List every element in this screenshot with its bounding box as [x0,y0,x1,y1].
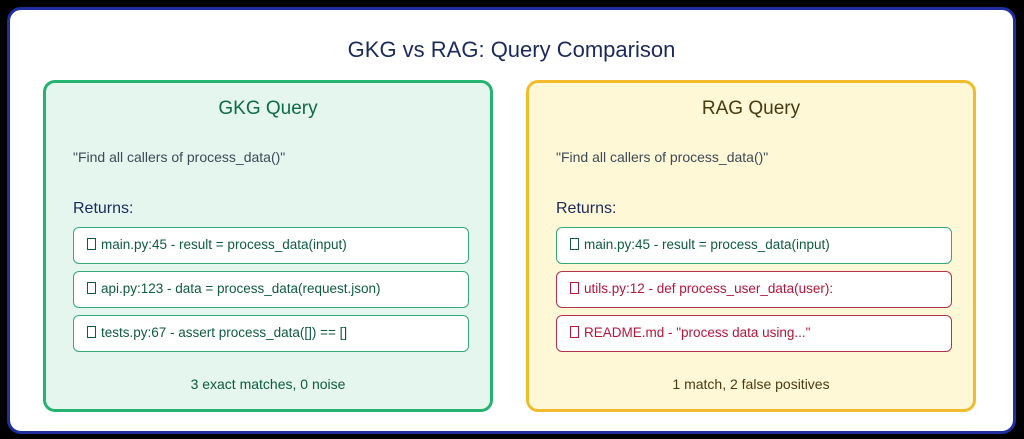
result-item: api.py:123 - data = process_data(request… [73,271,469,308]
diagram-title: GKG vs RAG: Query Comparison [347,37,676,62]
checkbox-icon [87,282,96,294]
gkg-panel: GKG Query "Find all callers of process_d… [43,80,493,412]
returns-label: Returns: [556,200,617,217]
result-text: utils.py:12 - def process_user_data(user… [584,281,834,296]
checkbox-icon [570,238,579,250]
summary-text: 1 match, 2 false positives [672,376,830,392]
result-text: main.py:45 - result = process_data(input… [584,237,830,252]
result-text: api.py:123 - data = process_data(request… [101,281,381,296]
result-item-false-positive: README.md - "process data using..." [556,315,952,352]
returns-label: Returns: [73,200,134,217]
diagram-frame: GKG vs RAG: Query Comparison GKG Query "… [7,7,1016,434]
result-item: tests.py:67 - assert process_data([]) ==… [73,315,469,352]
result-text: main.py:45 - result = process_data(input… [101,237,347,252]
result-text: tests.py:67 - assert process_data([]) ==… [101,325,348,340]
panel-title: RAG Query [701,98,801,119]
result-item: main.py:45 - result = process_data(input… [556,227,952,264]
checkbox-icon [570,282,579,294]
panel-title: GKG Query [218,98,318,119]
rag-panel: RAG Query "Find all callers of process_d… [526,80,976,412]
results-list: main.py:45 - result = process_data(input… [73,227,469,359]
result-item-false-positive: utils.py:12 - def process_user_data(user… [556,271,952,308]
query-text: "Find all callers of process_data()" [73,149,286,165]
checkbox-icon [87,238,96,250]
checkbox-icon [87,326,96,338]
query-text: "Find all callers of process_data()" [556,149,769,165]
result-text: README.md - "process data using..." [584,325,811,340]
checkbox-icon [570,326,579,338]
summary-text: 3 exact matches, 0 noise [190,376,346,392]
result-item: main.py:45 - result = process_data(input… [73,227,469,264]
results-list: main.py:45 - result = process_data(input… [556,227,952,359]
